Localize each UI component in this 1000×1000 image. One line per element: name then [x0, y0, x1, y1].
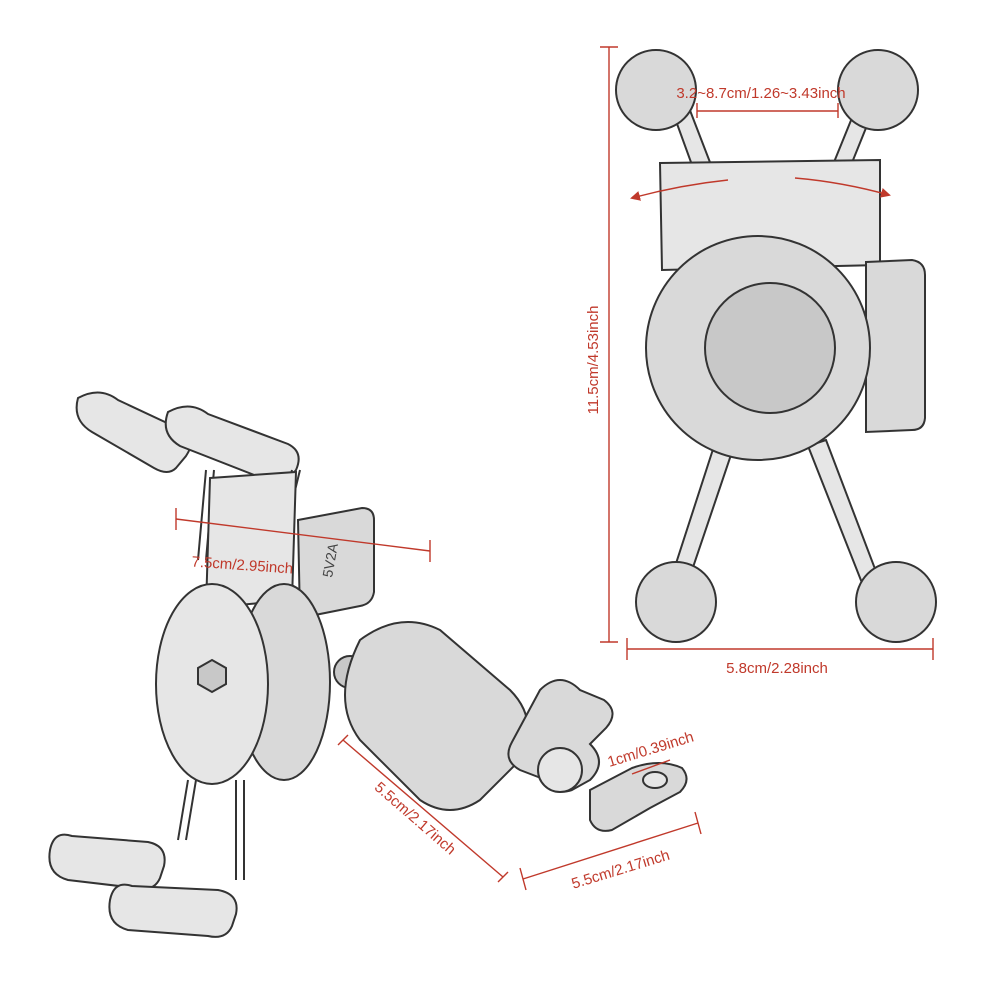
rotate-arrow-right: [794, 177, 891, 198]
side-knob-cap: [537, 747, 583, 793]
side-usb-box: [296, 506, 375, 620]
front-view-dimensions: 3.2~8.7cm/1.26~3.43inch 11.5cm/4.53inch …: [585, 46, 934, 677]
side-rod-lower-right: [235, 780, 245, 880]
width-label: 5.8cm/2.28inch: [726, 660, 828, 677]
front-ball-top-right: [837, 49, 919, 131]
side-tip-top-2: [164, 405, 300, 485]
usb-rating-label: 5V2A: [319, 541, 341, 578]
side-mirror-bracket: [589, 762, 688, 832]
bracket-length-label: 5.5cm/2.17inch: [570, 847, 672, 893]
arm-length-line: [342, 739, 504, 878]
side-bracket-hole: [642, 771, 668, 789]
side-tip-top-1: [75, 391, 193, 473]
side-hex-bolt: [197, 658, 227, 694]
side-view-holder: 5V2A: [48, 391, 688, 938]
height-label: 11.5cm/4.53inch: [585, 306, 602, 415]
rotate-arrow-left: [630, 179, 729, 201]
front-ball-bottom-right: [855, 561, 937, 643]
clamp-width-label: 3.2~8.7cm/1.26~3.43inch: [676, 85, 845, 102]
bracket-length-line: [522, 822, 699, 880]
front-view-holder: [615, 49, 937, 643]
depth-line: [175, 518, 431, 552]
front-center-pad: [704, 282, 836, 414]
side-extension-arm: [344, 621, 529, 811]
side-rod-lower-left: [177, 779, 197, 841]
front-ball-top-left: [615, 49, 697, 131]
side-tip-bottom-1: [48, 833, 166, 890]
front-lower-right-arm: [806, 438, 882, 590]
side-tip-bottom-2: [108, 883, 238, 938]
side-tightening-knob: [507, 679, 614, 793]
front-usb-box: [865, 258, 926, 434]
front-ball-bottom-left: [635, 561, 717, 643]
hole-diameter-line: [631, 759, 671, 775]
